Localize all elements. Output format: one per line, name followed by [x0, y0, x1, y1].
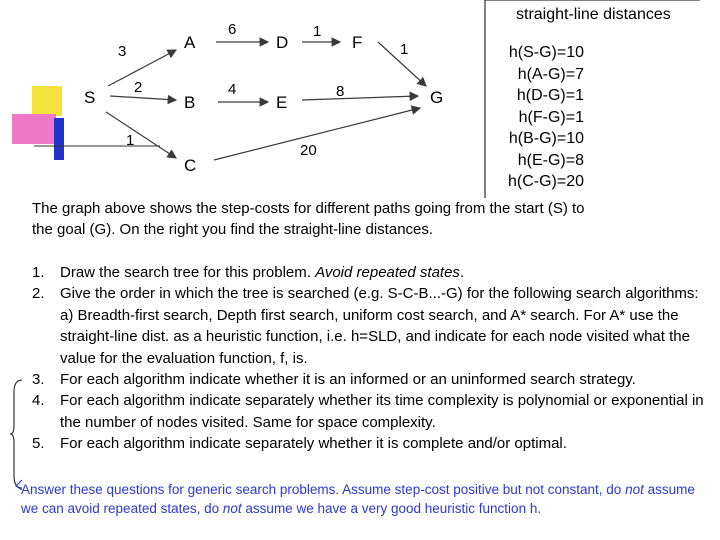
heuristic-item: h(E-G)=8 [517, 151, 584, 169]
question-text: Give the order in which the tree is sear… [60, 285, 699, 367]
question-list: 1. Draw the search tree for this problem… [32, 262, 712, 455]
question-item-4: 4. For each algorithm indicate separatel… [32, 390, 712, 433]
question-text: For each algorithm indicate separately w… [60, 435, 567, 453]
heuristic-item: h(S-G)=10 [508, 44, 584, 61]
intro-line: The graph above shows the step-costs for… [32, 200, 585, 217]
answer-note-emphasis: not [625, 482, 644, 497]
left-bracket [10, 379, 23, 490]
node-d: D [276, 33, 288, 52]
question-number: 1. [32, 264, 45, 281]
intro-paragraph: The graph above shows the step-costs for… [32, 198, 702, 240]
heuristic-item: h(C-G)=20 [507, 173, 584, 190]
edge-c-g [213, 105, 422, 161]
question-number: 3. [32, 371, 45, 389]
cost-b-e: 4 [228, 81, 236, 98]
answer-note-emphasis: not [222, 501, 242, 516]
cost-s-a: 3 [118, 43, 126, 60]
edge-e-g [301, 91, 420, 102]
question-item-2: 2. Give the order in which the tree is s… [32, 283, 712, 369]
decor-yellow-square [32, 86, 62, 116]
cost-e-g: 8 [336, 83, 344, 100]
heuristic-item: h(A-G)=7 [517, 65, 584, 83]
search-graph: S A B C D E F G 3 2 1 6 4 1 8 1 20 [12, 0, 700, 198]
question-number: 4. [32, 392, 45, 410]
node-f: F [352, 33, 362, 52]
node-c: C [184, 156, 196, 175]
question-text: Draw the search tree for this problem. [60, 264, 316, 281]
heuristics-list: h(S-G)=10 h(A-G)=7 h(D-G)=1 h(F-G)=1 h(B… [494, 42, 584, 193]
node-g: G [430, 88, 443, 107]
question-item-3: 3. For each algorithm indicate whether i… [32, 369, 712, 390]
cost-s-c: 1 [126, 132, 134, 149]
cost-d-f: 1 [313, 23, 321, 40]
heuristics-title: straight-line distances [516, 6, 671, 23]
question-item-1: 1. Draw the search tree for this problem… [32, 262, 712, 283]
question-emphasis: Avoid repeated states [315, 264, 460, 281]
node-s: S [84, 88, 95, 107]
question-number: 5. [32, 435, 45, 453]
question-tail: . [459, 264, 465, 281]
question-number: 2. [32, 285, 45, 303]
cost-s-b: 2 [134, 79, 142, 96]
question-item-5: 5. For each algorithm indicate separatel… [32, 433, 712, 454]
intro-line: the goal (G). On the right you find the … [32, 221, 434, 238]
edge-s-c [105, 111, 178, 159]
answer-note-text: assume we can avoid repeated states, do [21, 482, 695, 516]
question-text: For each algorithm indicate separately w… [60, 392, 704, 431]
edge-s-a [107, 49, 178, 87]
answer-note-text: Answer these questions for generic searc… [21, 482, 626, 497]
question-text: For each algorithm indicate whether it i… [60, 371, 636, 389]
answer-note: Answer these questions for generic searc… [21, 480, 711, 518]
answer-note-text: assume we have a very good heuristic fun… [241, 501, 542, 516]
decor-pink-square [12, 114, 56, 144]
edge-f-g [377, 41, 427, 87]
cost-c-g: 20 [300, 142, 317, 159]
heuristic-item: h(F-G)=1 [518, 108, 584, 126]
edge-s-b [109, 94, 178, 105]
heuristic-item: h(B-G)=10 [508, 130, 584, 147]
node-e: E [276, 93, 287, 112]
cost-a-d: 6 [228, 21, 236, 38]
node-b: B [184, 93, 195, 112]
node-a: A [184, 33, 196, 52]
heuristic-item: h(D-G)=1 [516, 87, 584, 104]
cost-f-g: 1 [400, 41, 408, 58]
decor-blue-bar [54, 118, 64, 160]
